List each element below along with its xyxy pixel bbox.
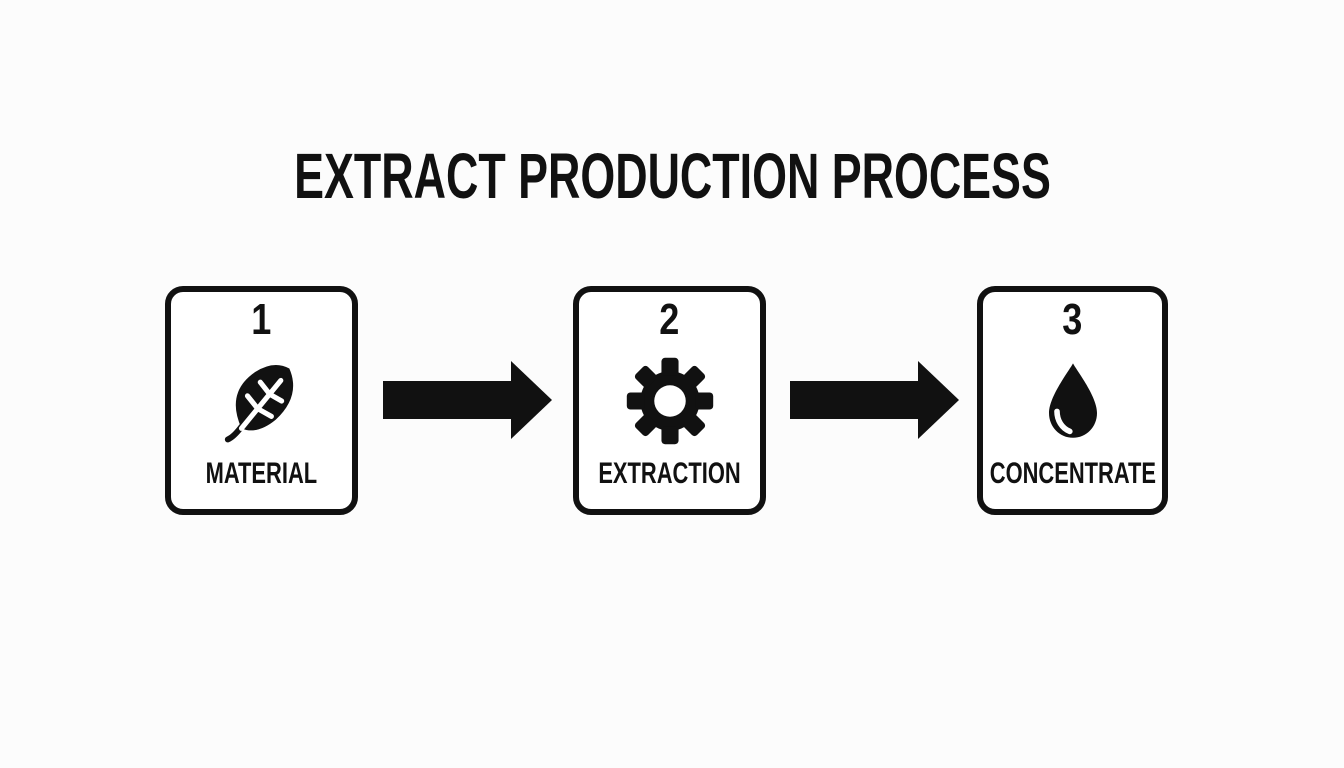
leaf-icon [221,342,303,459]
step-label: MATERIAL [205,457,318,490]
arrow-right-icon [790,360,960,440]
page-title-text: EXTRACT PRODUCTION PROCESS [293,140,1051,212]
arrow-right-icon [383,360,553,440]
gear-icon [625,342,715,459]
step-card-extraction: 2 EXTRAC [573,286,766,515]
page-title: EXTRACT PRODUCTION PROCESS [0,144,1344,208]
step-label: EXTRACTION [598,457,741,490]
step-card-concentrate: 3 CONCENTRATE [977,286,1168,515]
droplet-icon [1041,342,1105,459]
step-number: 1 [251,295,272,344]
step-number: 3 [1062,295,1083,344]
step-card-material: 1 MATERIAL [165,286,358,515]
step-label: CONCENTRATE [989,457,1156,490]
step-number: 2 [659,295,680,344]
